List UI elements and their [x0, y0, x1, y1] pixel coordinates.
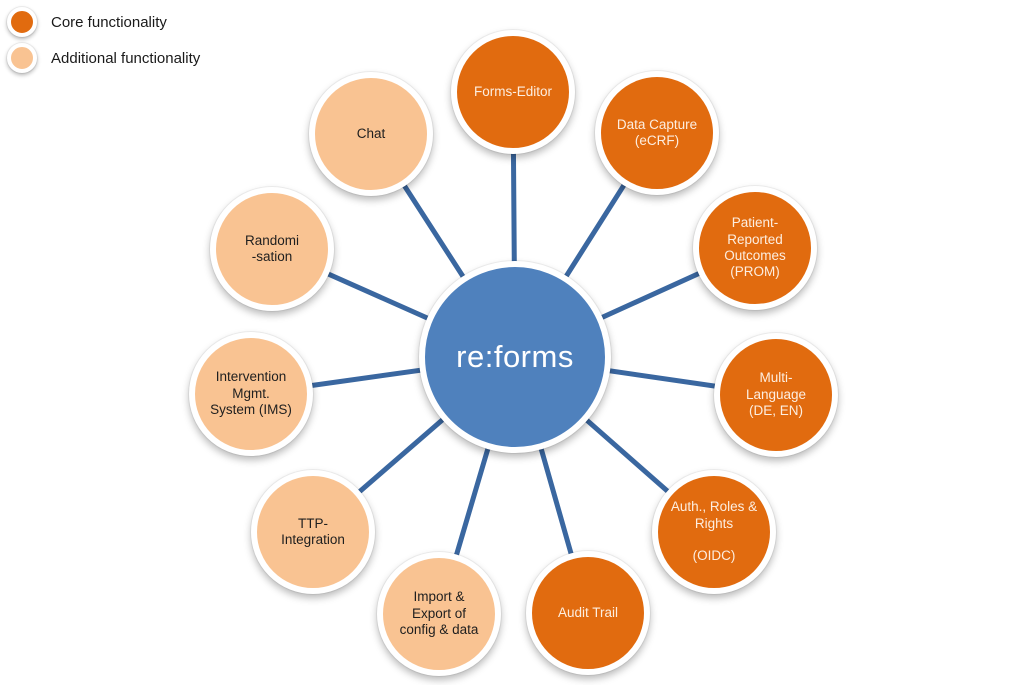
- node-label: Patient- Reported Outcomes (PROM): [724, 215, 786, 280]
- node-import-export-config-data: Import & Export of config & data: [377, 552, 501, 676]
- node-label: Chat: [356, 125, 386, 141]
- node-randomisation: Randomi -sation: [210, 187, 334, 311]
- node-label: Import & Export of config & data: [399, 589, 479, 638]
- node-chat: Chat: [309, 72, 433, 196]
- node-label: Forms-Editor: [473, 83, 552, 99]
- legend-label-additional: Additional functionality: [51, 49, 201, 67]
- legend: Core functionality Additional functional…: [7, 4, 200, 76]
- node-intervention-mgmt-system: Intervention Mgmt. System (IMS): [189, 332, 313, 456]
- node-label: Auth., Roles & Rights (OIDC): [670, 499, 758, 564]
- node-label: Audit Trail: [557, 604, 619, 620]
- node-label: TTP- Integration: [281, 515, 345, 547]
- hub-circle-reforms: re:forms: [419, 261, 611, 453]
- node-patient-reported-outcomes: Patient- Reported Outcomes (PROM): [693, 186, 817, 310]
- node-ttp-integration: TTP- Integration: [251, 470, 375, 594]
- additional-functionality-dot: [7, 43, 37, 73]
- hub-label: re:forms: [456, 339, 574, 374]
- node-label: Intervention Mgmt. System (IMS): [210, 369, 292, 418]
- node-label: Multi- Language (DE, EN): [745, 370, 807, 419]
- node-forms-editor: Forms-Editor: [451, 30, 575, 154]
- legend-item-additional: Additional functionality: [7, 40, 200, 76]
- node-audit-trail: Audit Trail: [526, 551, 650, 675]
- legend-item-core: Core functionality: [7, 4, 200, 40]
- node-label: Randomi -sation: [244, 232, 300, 264]
- node-multi-language: Multi- Language (DE, EN): [714, 333, 838, 457]
- node-label: Data Capture (eCRF): [616, 116, 698, 148]
- node-data-capture-ecrf: Data Capture (eCRF): [595, 71, 719, 195]
- legend-label-core: Core functionality: [51, 13, 167, 31]
- node-auth-roles-rights-oidc: Auth., Roles & Rights (OIDC): [652, 470, 776, 594]
- core-functionality-dot: [7, 7, 37, 37]
